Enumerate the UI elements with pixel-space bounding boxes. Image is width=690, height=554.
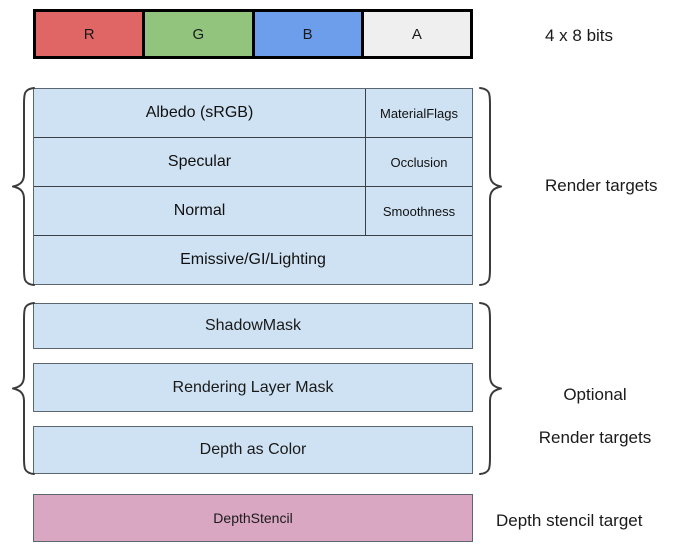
brace-left-render-targets: [10, 86, 36, 287]
label-render-targets: Render targets: [545, 176, 658, 195]
rt-cell-smoothness: Smoothness: [366, 187, 472, 235]
depth-stencil-label: DepthStencil: [213, 510, 293, 526]
channel-cell-r: R: [36, 12, 146, 56]
brace-right-optional-targets: [478, 301, 504, 476]
rgba-channel-strip: R G B A: [33, 9, 473, 59]
rt-label-occlusion: Occlusion: [390, 154, 448, 170]
optional-label-rendering-layer-mask: Rendering Layer Mask: [172, 378, 334, 396]
label-optional-line2: Render targets: [538, 428, 652, 448]
table-row: Albedo (sRGB) MaterialFlags: [34, 89, 472, 138]
channel-cell-b: B: [254, 12, 364, 56]
table-row: Emissive/GI/Lighting: [34, 236, 472, 284]
channel-label-b: B: [302, 25, 313, 43]
rt-cell-emissive: Emissive/GI/Lighting: [34, 236, 472, 284]
table-row: Normal Smoothness: [34, 187, 472, 236]
rt-label-albedo: Albedo (sRGB): [145, 104, 254, 121]
optional-box-shadowmask: ShadowMask: [33, 303, 473, 349]
channel-label-a: A: [411, 25, 422, 43]
rt-cell-specular: Specular: [34, 138, 366, 186]
rt-label-smoothness: Smoothness: [382, 203, 456, 219]
optional-box-rendering-layer-mask: Rendering Layer Mask: [33, 363, 473, 412]
brace-left-optional-targets: [10, 301, 36, 476]
table-row: Specular Occlusion: [34, 138, 472, 187]
rt-label-materialflags: MaterialFlags: [379, 105, 459, 121]
render-targets-table: Albedo (sRGB) MaterialFlags Specular Occ…: [33, 88, 473, 285]
rt-label-specular: Specular: [167, 153, 232, 170]
channel-label-g: G: [192, 25, 205, 43]
label-optional-render-targets: Optional Render targets: [520, 362, 670, 449]
rt-cell-materialflags: MaterialFlags: [366, 89, 472, 137]
rt-label-normal: Normal: [173, 202, 226, 219]
optional-label-depth-as-color: Depth as Color: [199, 441, 307, 458]
rt-cell-albedo: Albedo (sRGB): [34, 89, 366, 137]
rt-cell-occlusion: Occlusion: [366, 138, 472, 186]
label-depth-stencil-target: Depth stencil target: [496, 511, 643, 530]
rt-cell-normal: Normal: [34, 187, 366, 235]
optional-box-depth-as-color: Depth as Color: [33, 426, 473, 474]
channel-cell-g: G: [145, 12, 255, 56]
optional-label-shadowmask: ShadowMask: [204, 317, 302, 334]
channel-cell-a: A: [363, 12, 470, 56]
brace-right-render-targets: [478, 86, 504, 287]
label-optional-line1: Optional: [563, 384, 627, 404]
rt-label-emissive: Emissive/GI/Lighting: [180, 251, 326, 268]
label-bit-depth: 4 x 8 bits: [545, 26, 614, 45]
depth-stencil-box: DepthStencil: [33, 494, 473, 542]
channel-label-r: R: [83, 25, 95, 43]
